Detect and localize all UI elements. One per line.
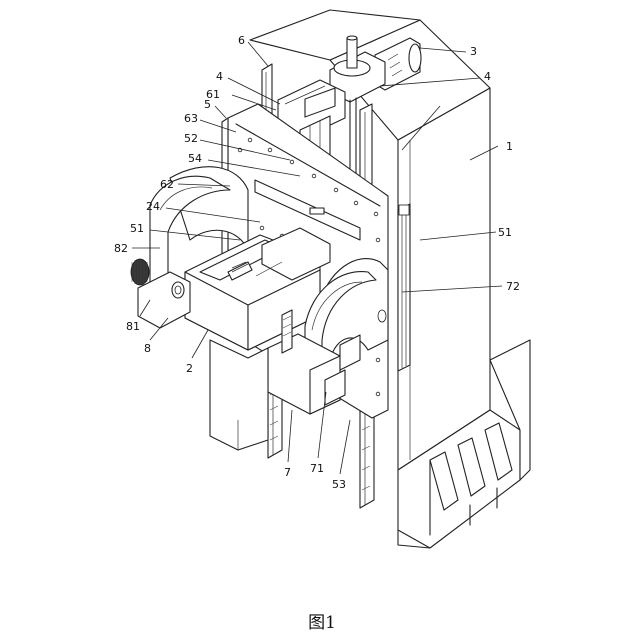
label-1: 1	[506, 140, 513, 153]
label-82: 82	[114, 242, 128, 255]
label-8: 8	[144, 342, 151, 355]
figure-caption: 图1	[308, 613, 336, 633]
label-5: 5	[204, 98, 211, 111]
label-53: 53	[332, 478, 346, 491]
label-4-right: 4	[484, 70, 491, 83]
label-24: 24	[146, 200, 160, 213]
label-51-left: 51	[130, 222, 144, 235]
label-4-left: 4	[216, 70, 223, 83]
label-3: 3	[470, 45, 477, 58]
label-7: 7	[284, 466, 291, 479]
label-54: 54	[188, 152, 202, 165]
lower-block	[210, 340, 268, 450]
label-81: 81	[126, 320, 140, 333]
label-51-right: 51	[498, 226, 512, 239]
label-63: 63	[184, 112, 198, 125]
label-71: 71	[310, 462, 324, 475]
label-72: 72	[506, 280, 520, 293]
label-62: 62	[160, 178, 174, 191]
label-2: 2	[186, 362, 193, 375]
label-6: 6	[238, 34, 245, 47]
label-52: 52	[184, 132, 198, 145]
guide-rail-right	[398, 204, 410, 371]
